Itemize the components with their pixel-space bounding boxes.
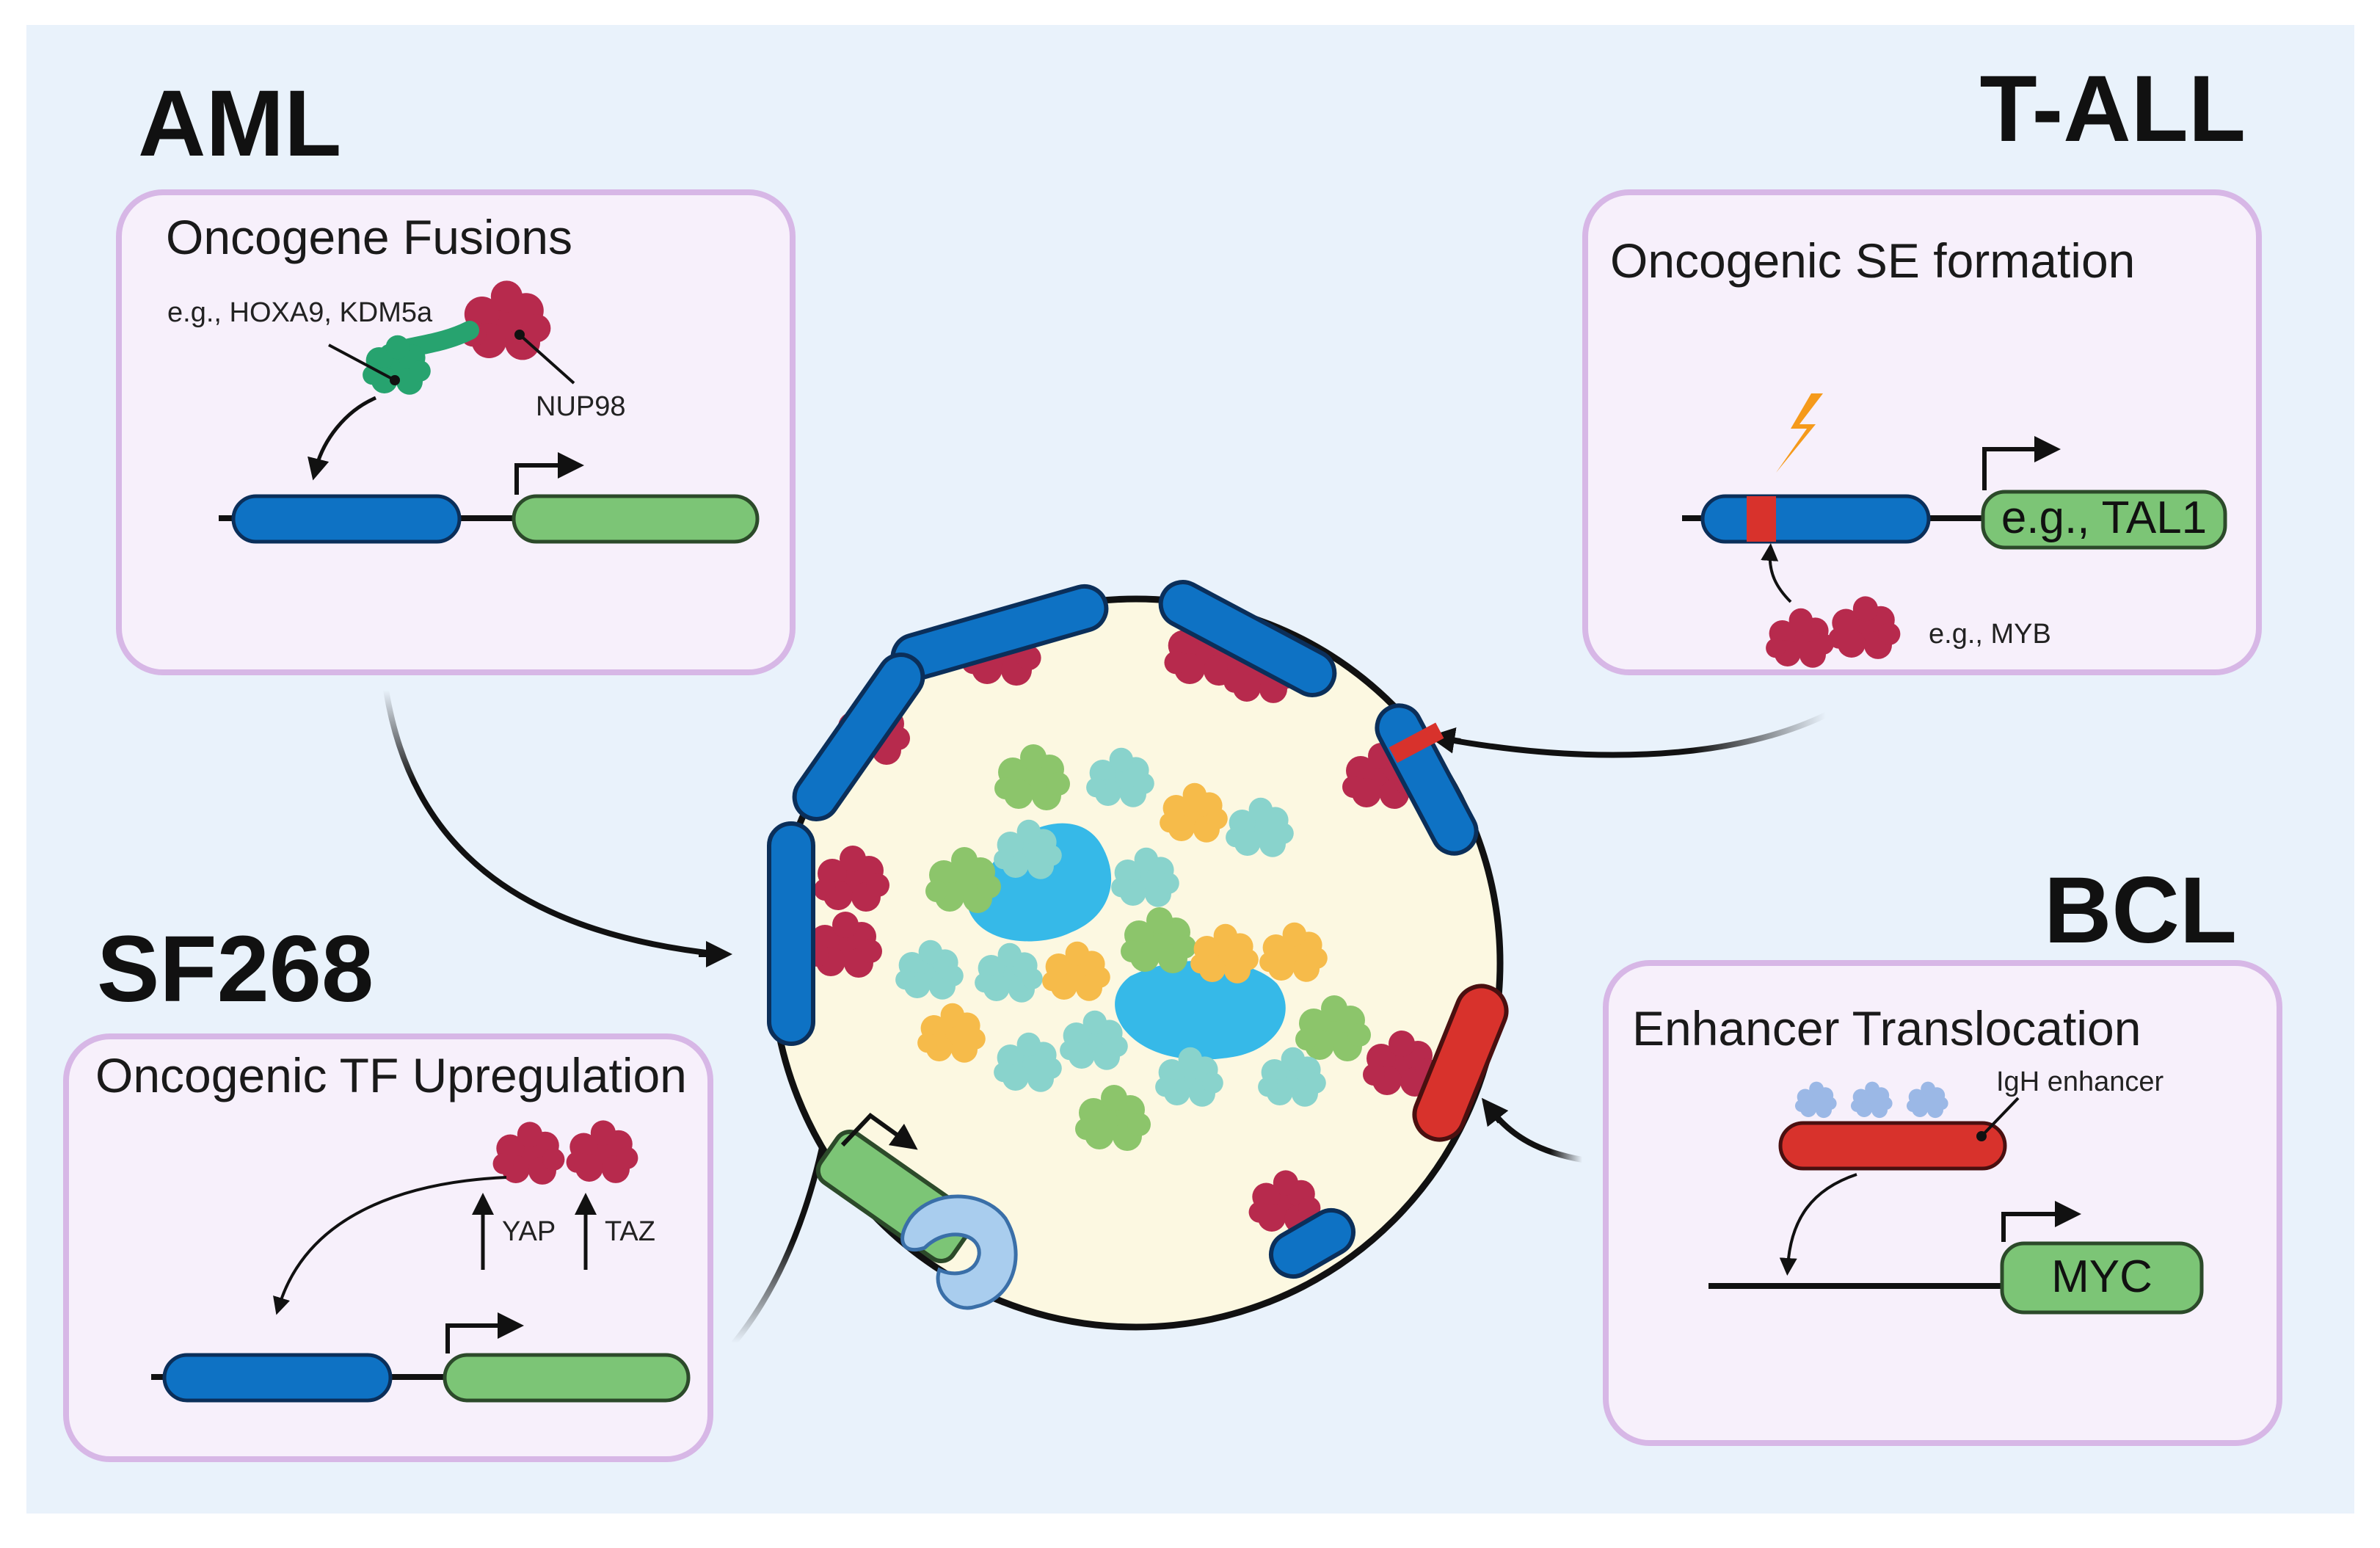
- binding-arrow: [1779, 1173, 1857, 1276]
- gene-element: [512, 494, 760, 544]
- tss-arrow-icon: [840, 1113, 918, 1150]
- panel-bcl-box: [1603, 960, 2282, 1446]
- panel-aml-title: Oncogene Fusions: [166, 210, 572, 264]
- tss-arrow-icon: [1982, 436, 2061, 490]
- fusion-partner-protein-icon: [363, 321, 479, 395]
- rna-polymerase-icon: [900, 1194, 1018, 1310]
- panel-aml-box: [116, 189, 796, 675]
- label-yap: YAP: [502, 1216, 556, 1247]
- panel-sf268-title: Oncogenic TF Upregulation: [95, 1048, 687, 1102]
- arrow-tall-to-nucleus: [1441, 712, 1827, 758]
- binding-arrow: [1761, 543, 1792, 603]
- enhancer-element: [1700, 494, 1931, 544]
- pointer-line: [1980, 1097, 2020, 1138]
- label-fusion-partner: e.g., HOXA9, KDM5a: [167, 297, 433, 328]
- pointer-line: [518, 333, 575, 385]
- nucleus: [767, 580, 1509, 1331]
- heading-tall: T-ALL: [1979, 57, 2246, 161]
- pointer-dot: [1976, 1131, 1987, 1141]
- pointer-dot: [514, 330, 525, 340]
- tss-arrow-icon: [2001, 1201, 2081, 1242]
- enhancer-element: [162, 1353, 393, 1403]
- heading-bcl: BCL: [2044, 858, 2237, 963]
- mutation-mark: [1747, 496, 1776, 542]
- panel-tall-title: Oncogenic SE formation: [1610, 233, 2135, 288]
- panel-bcl: Enhancer Translocation IgH enhancer MYC: [1603, 960, 2282, 1446]
- gene-element: [1981, 490, 2227, 550]
- pointer-line: [328, 344, 396, 382]
- heading-sf268: SF268: [97, 917, 374, 1022]
- tss-arrow-icon: [445, 1312, 524, 1353]
- igh-enhancer-element: [1778, 1121, 2007, 1171]
- enhancer-element: [231, 494, 462, 544]
- arrow-bcl-head: [1481, 1097, 1509, 1127]
- label-taz: TAZ: [605, 1216, 655, 1247]
- label-nup98: NUP98: [536, 391, 626, 422]
- gene-label-myc: MYC: [2051, 1251, 2152, 1302]
- arrow-aml-to-nucleus: [383, 689, 720, 957]
- heading-aml: AML: [138, 71, 341, 176]
- tss-arrow-icon: [514, 452, 584, 495]
- gene-element: [443, 1353, 691, 1403]
- binding-arrow: [273, 1176, 507, 1315]
- label-igh-enhancer: IgH enhancer: [1996, 1066, 2164, 1097]
- panel-bcl-title: Enhancer Translocation: [1632, 1001, 2141, 1055]
- panel-tall-box: [1582, 189, 2262, 675]
- binding-arrow: [307, 396, 376, 481]
- pointer-dot: [390, 375, 400, 385]
- gene-element: [2000, 1241, 2204, 1315]
- panel-tall: Oncogenic SE formation e.g., TAL1 e.g., …: [1582, 189, 2262, 675]
- translocated-enhancer-segment: [1412, 984, 1509, 1142]
- panel-sf268: Oncogenic TF Upregulation YAP TAZ: [63, 1033, 713, 1462]
- panel-aml: Oncogene Fusions e.g., HOXA9, KDM5a NUP9…: [116, 189, 796, 675]
- arrow-tall-head: [1428, 727, 1461, 754]
- mutation-mark: [1389, 722, 1444, 763]
- gene-label-tal1: e.g., TAL1: [2001, 493, 2207, 543]
- label-myb: e.g., MYB: [1929, 619, 2051, 650]
